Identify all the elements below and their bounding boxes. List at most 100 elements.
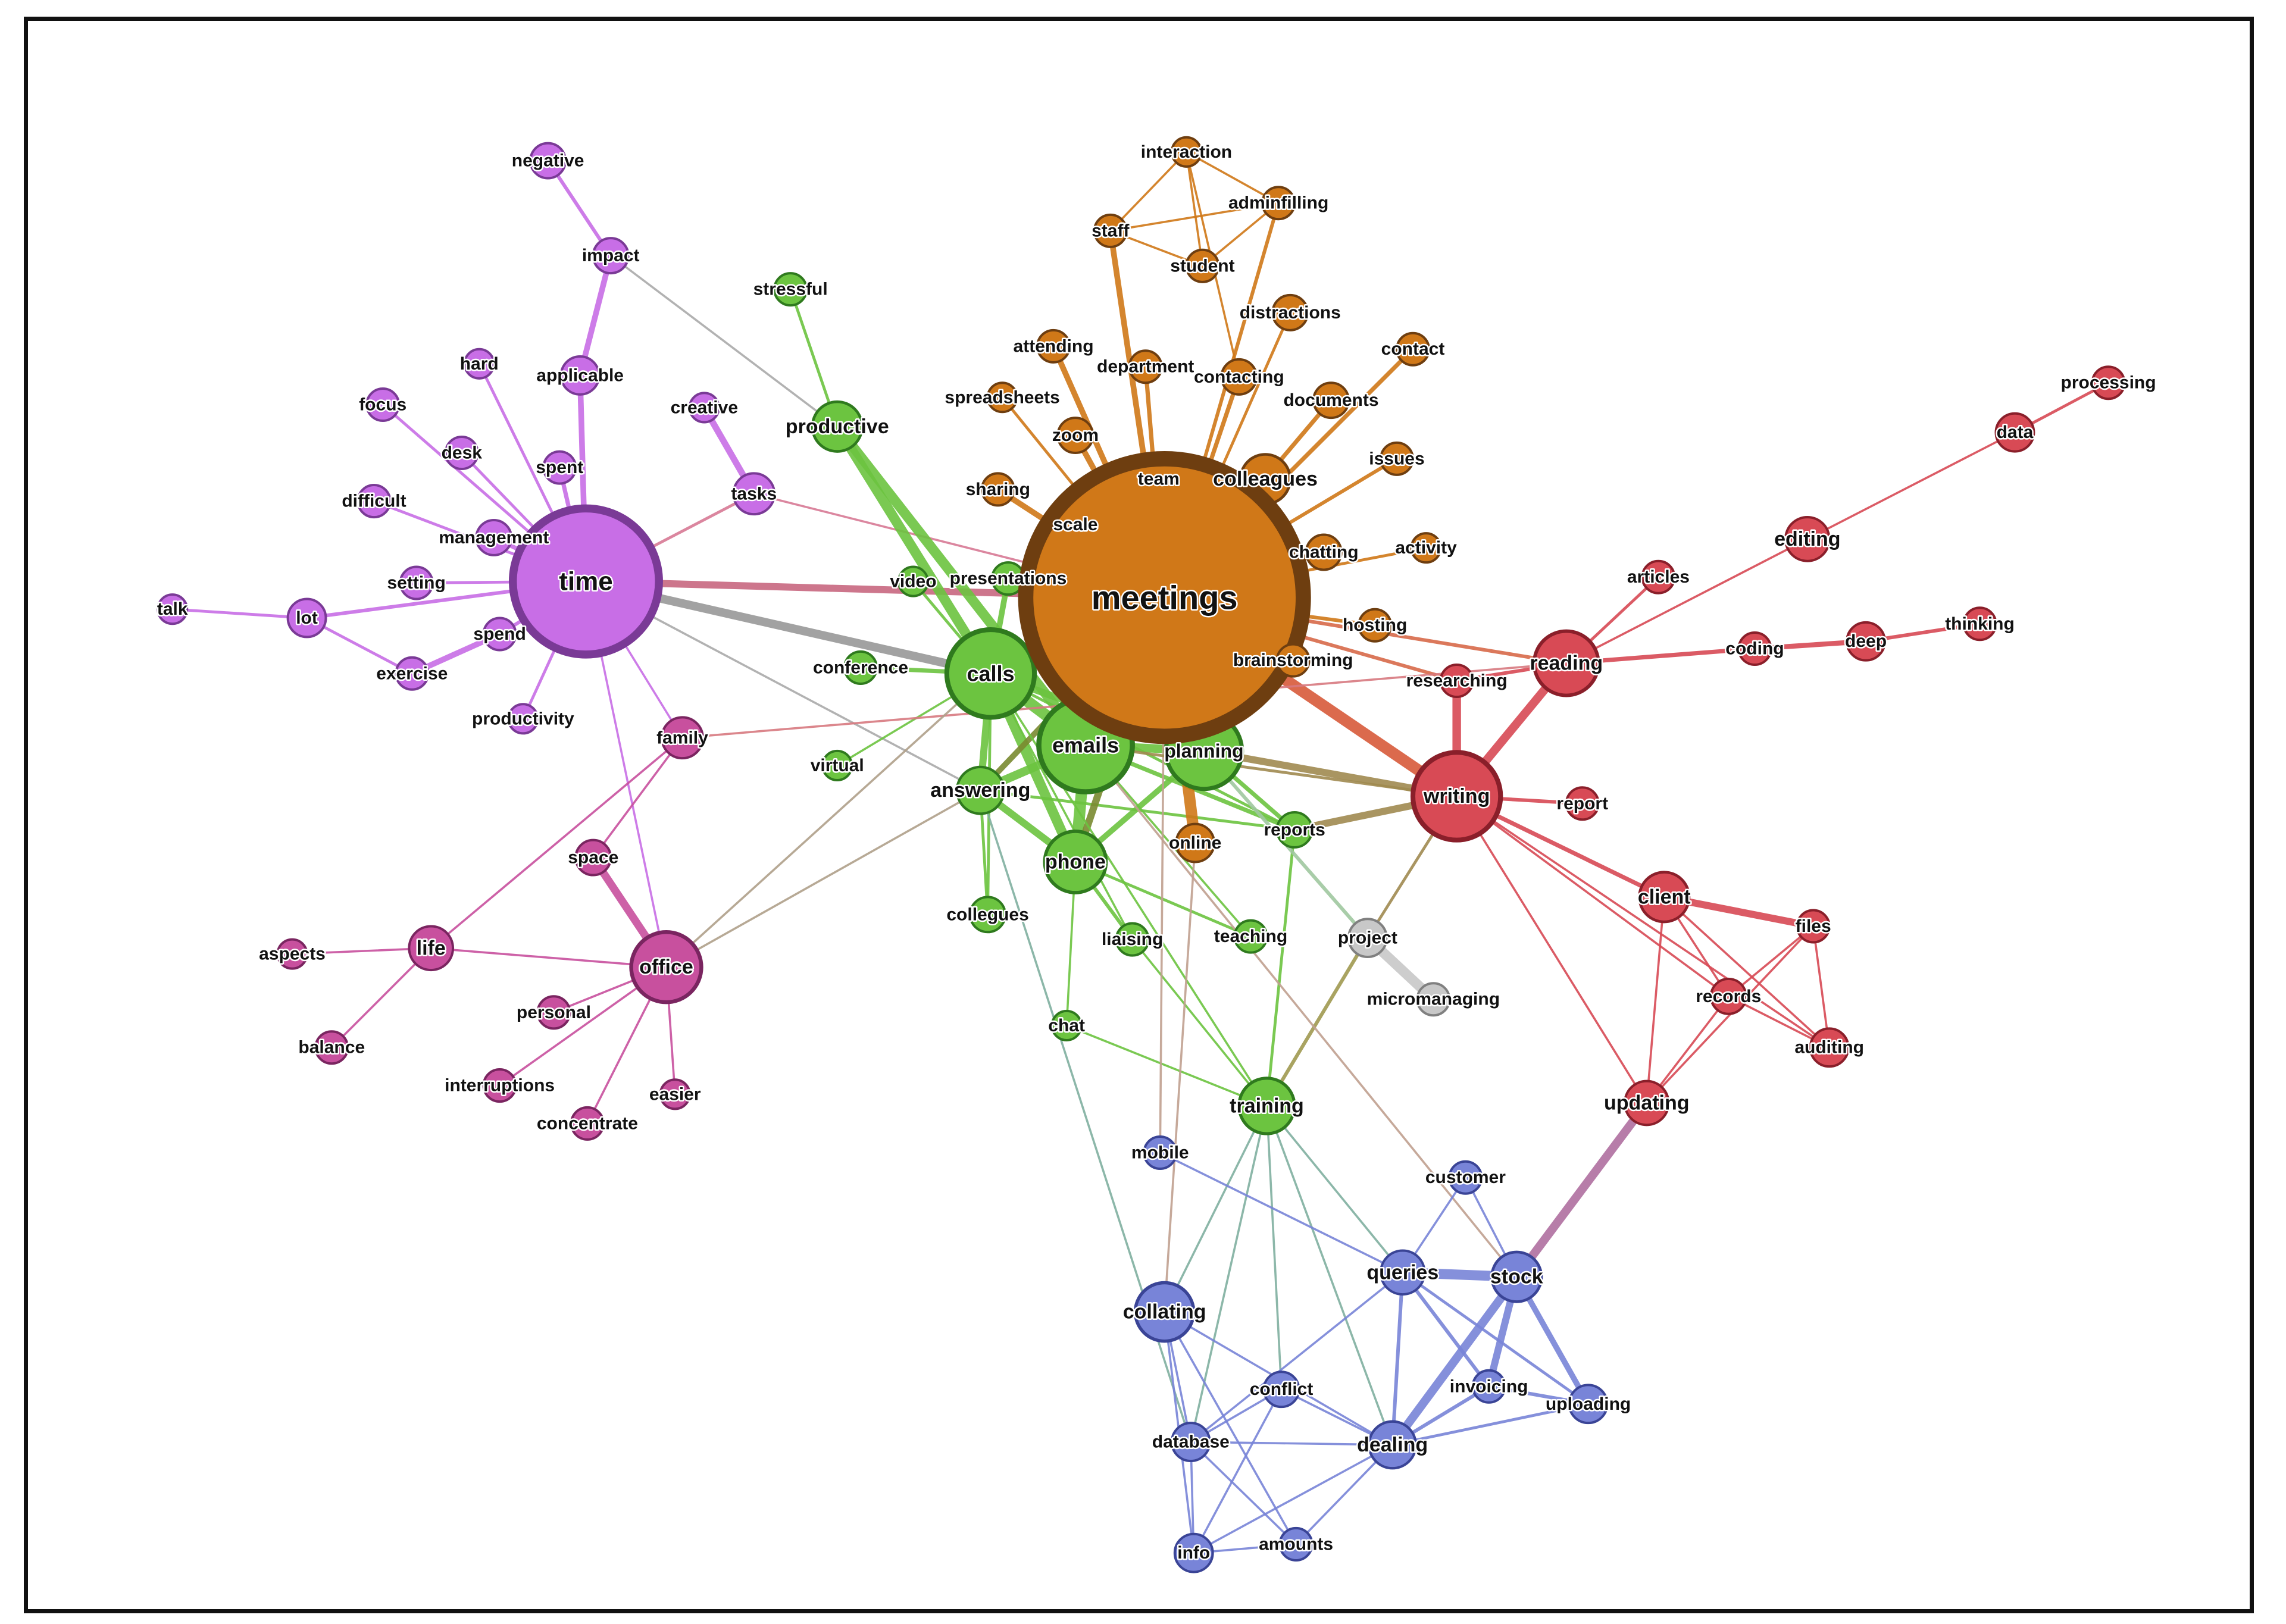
edge-project-training xyxy=(1265,936,1369,1108)
label-deep: deep xyxy=(1845,631,1887,651)
edge-client-auditing xyxy=(1663,896,1831,1049)
label-office: office xyxy=(639,956,693,978)
label-space: space xyxy=(568,848,618,868)
edge-liaising-training xyxy=(1131,938,1268,1107)
label-chat: chat xyxy=(1048,1016,1085,1035)
node-collegues xyxy=(969,896,1007,934)
label-difficult: difficult xyxy=(342,492,406,511)
label-easier: easier xyxy=(649,1084,701,1104)
label-tasks: tasks xyxy=(731,484,777,503)
node-queries xyxy=(1379,1249,1426,1296)
node-editing xyxy=(1784,516,1831,562)
figure-border xyxy=(24,17,2254,1613)
label-collegues: collegues xyxy=(946,905,1028,924)
edge-files-auditing xyxy=(1812,925,1831,1049)
label-personal: personal xyxy=(517,1003,591,1022)
node-invoicing xyxy=(1471,1369,1506,1404)
label-queries: queries xyxy=(1366,1261,1438,1284)
edge-emails-stock xyxy=(1084,744,1518,1278)
node-layer xyxy=(157,136,2126,1573)
label-collating: collating xyxy=(1123,1301,1206,1323)
node-sharing xyxy=(980,472,1015,507)
label-team: team xyxy=(1138,470,1180,489)
node-updating xyxy=(1623,1079,1670,1127)
label-calls: calls xyxy=(967,661,1014,686)
label-interruptions: interruptions xyxy=(445,1076,555,1096)
edge-training-database xyxy=(1190,1104,1268,1443)
node-spreadsheets xyxy=(986,381,1018,414)
label-desk: desk xyxy=(442,443,483,463)
node-training xyxy=(1237,1077,1296,1135)
label-productive: productive xyxy=(786,415,889,438)
node-brainstorming xyxy=(1275,643,1311,678)
edge-database-dealing xyxy=(1190,1441,1394,1446)
node-researching xyxy=(1439,664,1474,699)
node-focus xyxy=(365,387,401,423)
edge-online-collating xyxy=(1163,841,1196,1313)
node-customer xyxy=(1448,1160,1483,1195)
edge-info-dealing xyxy=(1192,1444,1394,1554)
label-teaching: teaching xyxy=(1214,927,1287,946)
node-creative xyxy=(688,392,720,424)
label-liaising: liaising xyxy=(1102,930,1163,949)
label-video: video xyxy=(890,572,936,592)
node-meetings xyxy=(1018,451,1311,744)
node-articles xyxy=(1641,559,1676,594)
edge-life-aspects xyxy=(291,947,433,955)
label-interaction: interaction xyxy=(1141,142,1232,162)
node-impact xyxy=(592,237,630,275)
edge-database-amounts xyxy=(1190,1441,1297,1545)
label-amounts: amounts xyxy=(1259,1534,1333,1554)
label-stock: stock xyxy=(1490,1266,1543,1288)
label-info: info xyxy=(1177,1543,1210,1563)
label-report: report xyxy=(1556,794,1608,813)
edge-writing-records xyxy=(1455,795,1730,998)
label-reports: reports xyxy=(1264,820,1325,840)
edge-reports-training xyxy=(1265,828,1296,1107)
label-invoicing: invoicing xyxy=(1450,1376,1528,1396)
node-spent xyxy=(542,450,577,485)
label-stressful: stressful xyxy=(753,280,828,299)
edge-calls-liaising xyxy=(989,672,1134,941)
node-contacting xyxy=(1220,358,1258,396)
node-collating xyxy=(1133,1281,1196,1343)
label-creative: creative xyxy=(671,398,738,417)
edge-conflict-info xyxy=(1192,1388,1283,1554)
node-conference xyxy=(843,650,878,685)
node-department xyxy=(1128,349,1163,384)
label-conflict: conflict xyxy=(1250,1379,1314,1399)
node-conflict xyxy=(1262,1370,1300,1409)
label-distractions: distractions xyxy=(1240,303,1341,323)
node-amounts xyxy=(1278,1526,1314,1562)
node-project xyxy=(1347,918,1388,959)
edge-stock-dealing xyxy=(1388,1272,1521,1450)
label-coding: coding xyxy=(1725,639,1784,659)
node-thinking xyxy=(1962,606,1997,642)
label-reading: reading xyxy=(1530,652,1603,675)
edge-queries-dealing xyxy=(1390,1271,1405,1447)
node-balance xyxy=(314,1030,349,1065)
node-dealing xyxy=(1368,1420,1418,1470)
node-spend xyxy=(482,617,517,652)
label-writing: writing xyxy=(1423,785,1490,808)
edge-queries-uploading xyxy=(1401,1271,1590,1406)
label-life: life xyxy=(417,937,446,959)
node-client xyxy=(1638,871,1691,924)
label-activity: activity xyxy=(1395,538,1457,558)
label-records: records xyxy=(1696,987,1761,1006)
node-interruptions xyxy=(482,1068,517,1103)
node-processing xyxy=(2091,365,2126,400)
node-concentrate xyxy=(570,1106,605,1141)
label-issues: issues xyxy=(1369,449,1424,468)
label-impact: impact xyxy=(582,246,640,265)
edge-editing-reading xyxy=(1565,538,1809,665)
edge-interaction-staff xyxy=(1109,151,1188,232)
edge-impact-productive xyxy=(609,254,839,428)
node-database xyxy=(1170,1422,1211,1462)
edge-chat-training xyxy=(1065,1024,1268,1107)
node-space xyxy=(574,838,612,877)
label-time: time xyxy=(559,567,612,596)
label-colleagues: colleagues xyxy=(1213,468,1318,490)
